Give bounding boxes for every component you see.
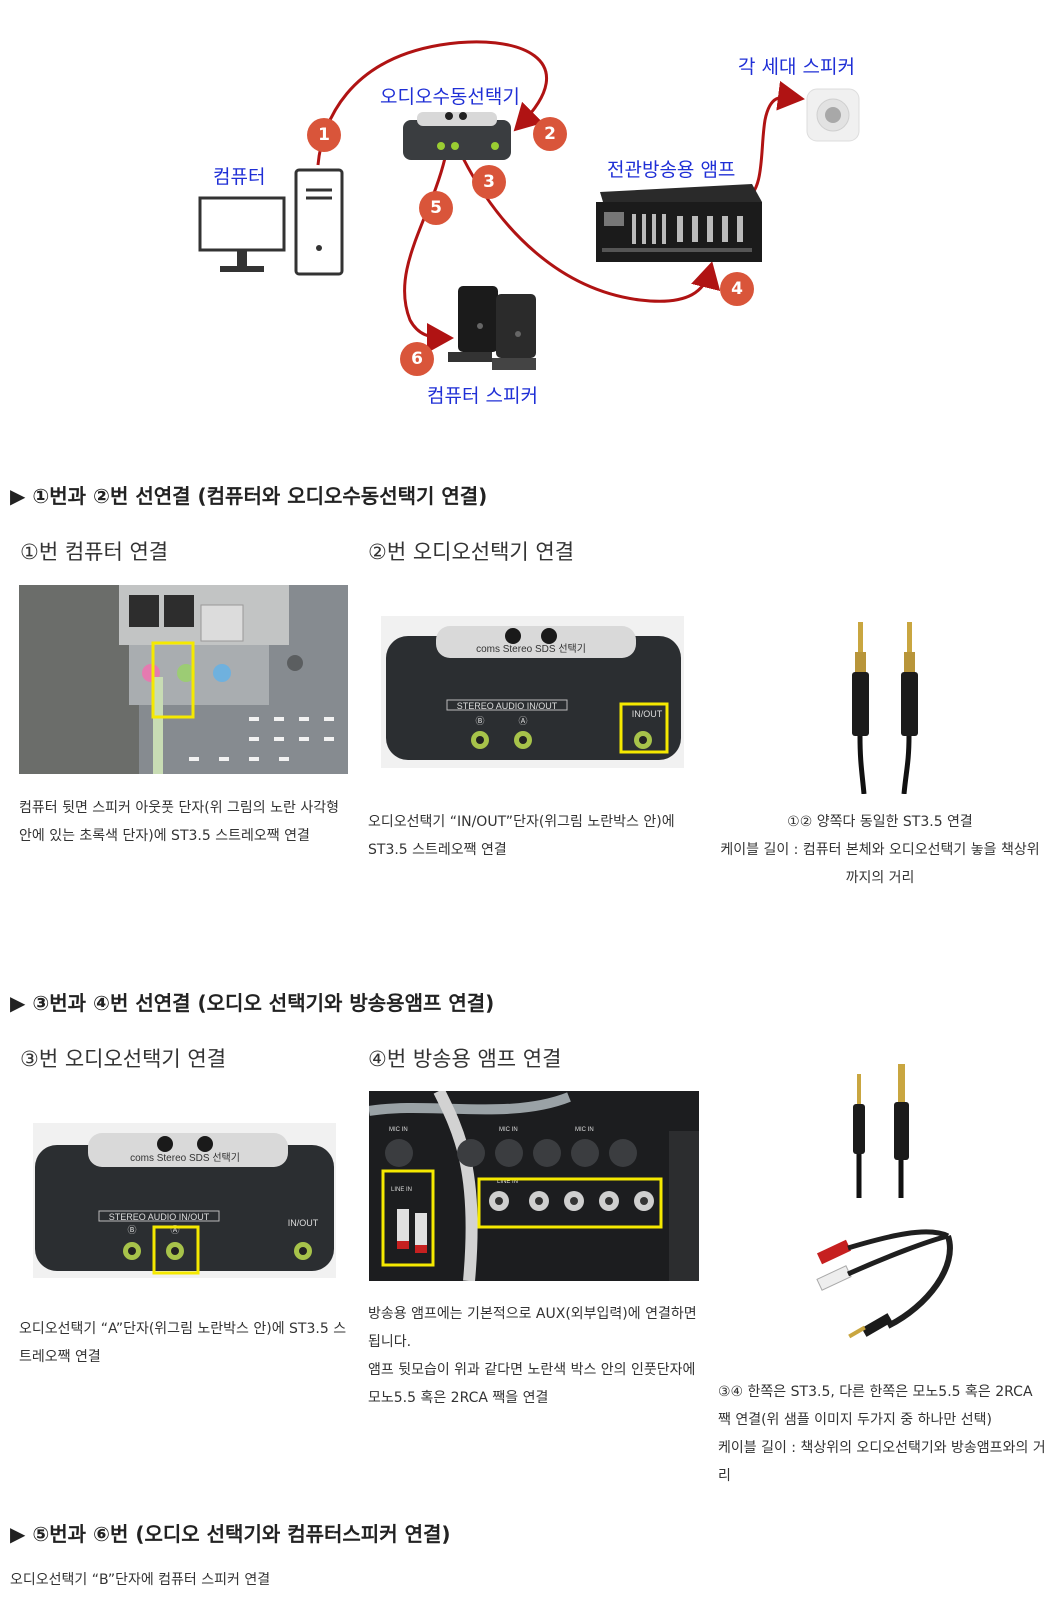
section1-heading: ▶ ①번과 ②번 선연결 (컴퓨터와 오디오수동선택기 연결) bbox=[10, 484, 488, 508]
rca-cable-photo bbox=[808, 1226, 968, 1350]
stereo-audio-text-2: STEREO AUDIO IN/OUT bbox=[109, 1212, 210, 1222]
section1-col3-caption-line2: 케이블 길이 : 컴퓨터 본체와 오디오선택기 놓을 책상위까지의 거리 bbox=[720, 842, 1040, 886]
section1-col1-caption: 컴퓨터 뒷면 스피커 아웃풋 단자(위 그림의 노란 사각형 안에 있는 초록색… bbox=[19, 800, 339, 844]
mic-in-text-1: MIC IN bbox=[389, 1127, 408, 1133]
port-b-text-2: Ⓑ bbox=[127, 1225, 136, 1236]
port-a-text: Ⓐ bbox=[518, 716, 527, 727]
badge-4: 4 bbox=[720, 272, 754, 306]
section1-col2-caption: 오디오선택기 “IN/OUT”단자(위그림 노란박스 안)에 ST3.5 스트레… bbox=[368, 814, 675, 858]
cable-amp-speaker bbox=[744, 80, 805, 202]
amp-label: 전관방송용 앰프 bbox=[607, 159, 736, 181]
section3-heading: ▶ ⑤번과 ⑥번 (오디오 선택기와 컴퓨터스피커 연결) bbox=[10, 1522, 451, 1546]
connection-diagram: 컴퓨터 오디오수동선택기 각 세대 스피커 전관방송용 앰프 bbox=[0, 0, 1057, 420]
selector-label: 오디오수동선택기 bbox=[380, 86, 520, 108]
section2-col1-title: ③번 오디오선택기 연결 bbox=[20, 1047, 227, 1071]
audio-selector-icon bbox=[403, 108, 511, 163]
mic-in-text-2: MIC IN bbox=[499, 1127, 518, 1133]
line-in-text-1: LINE IN bbox=[391, 1187, 412, 1193]
selector-inout-photo: coms Stereo SDS 선택기 STEREO AUDIO IN/OUT … bbox=[381, 616, 684, 768]
amp-rear-photo: MIC IN MIC IN MIC IN LINE IN LINE IN bbox=[369, 1091, 699, 1281]
section1-col3-caption-line1: ①② 양쪽다 동일한 ST3.5 연결 bbox=[787, 814, 973, 830]
inout-text-2: IN/OUT bbox=[288, 1218, 319, 1228]
badge-1: 1 bbox=[307, 118, 341, 152]
section2-col1-caption: 오디오선택기 “A”단자(위그림 노란박스 안)에 ST3.5 스트레오짹 연결 bbox=[19, 1321, 347, 1365]
badge-3: 3 bbox=[472, 165, 506, 199]
computer-label: 컴퓨터 bbox=[213, 166, 266, 188]
ceiling-speaker-icon bbox=[806, 88, 860, 142]
badge-6: 6 bbox=[400, 342, 434, 376]
cable-5-6 bbox=[403, 157, 454, 353]
section2-col3-caption-line2: 케이블 길이 : 책상위의 오디오선택기와 방송앰프와의 거리 bbox=[718, 1440, 1046, 1484]
section2-heading: ▶ ③번과 ④번 선연결 (오디오 선택기와 방송용앰프 연결) bbox=[10, 991, 495, 1015]
port-a-text-2: Ⓐ bbox=[170, 1225, 179, 1236]
section2-col2-caption-line2: 앰프 뒷모습이 위과 같다면 노란색 박스 안의 인풋단자에 모노5.5 혹은 … bbox=[368, 1362, 696, 1406]
badge-5: 5 bbox=[419, 191, 453, 225]
section2-col2-caption: 방송용 앰프에는 기본적으로 AUX(외부입력)에 연결하면 됩니다. 앰프 뒷… bbox=[368, 1300, 698, 1412]
st35-cable-photo bbox=[840, 622, 935, 794]
pc-rear-photo bbox=[19, 585, 348, 774]
section2-col3-caption-line1: ③④ 한쪽은 ST3.5, 다른 한쪽은 모노5.5 혹은 2RCA 짹 연결(… bbox=[718, 1384, 1033, 1428]
computer-icon bbox=[198, 168, 346, 276]
section1-col1-title: ①번 컴퓨터 연결 bbox=[20, 540, 169, 564]
mono-jack-cable-photo bbox=[850, 1064, 916, 1198]
cable-3-4 bbox=[461, 157, 721, 303]
line-in-text-2: LINE IN bbox=[497, 1179, 518, 1185]
badge-2: 2 bbox=[533, 117, 567, 151]
amplifier-icon bbox=[592, 182, 764, 266]
pc-speakers-icon bbox=[440, 282, 540, 377]
pc-speaker-label: 컴퓨터 스피커 bbox=[427, 385, 538, 407]
selector2-brand-text: coms Stereo SDS 선택기 bbox=[130, 1152, 240, 1164]
household-speaker-label: 각 세대 스피커 bbox=[738, 56, 855, 78]
section2-col2-caption-line1: 방송용 앰프에는 기본적으로 AUX(외부입력)에 연결하면 됩니다. bbox=[368, 1306, 697, 1350]
section3-caption: 오디오선택기 “B”단자에 컴퓨터 스피커 연결 bbox=[10, 1572, 271, 1588]
selector-a-photo: coms Stereo SDS 선택기 STEREO AUDIO IN/OUT … bbox=[33, 1123, 336, 1278]
section1-col3-caption: ①② 양쪽다 동일한 ST3.5 연결 케이블 길이 : 컴퓨터 본체와 오디오… bbox=[715, 808, 1045, 892]
section2-col2-title: ④번 방송용 앰프 연결 bbox=[368, 1047, 562, 1071]
stereo-audio-text: STEREO AUDIO IN/OUT bbox=[457, 701, 558, 711]
section2-col3-caption: ③④ 한쪽은 ST3.5, 다른 한쪽은 모노5.5 혹은 2RCA 짹 연결(… bbox=[718, 1378, 1048, 1490]
mic-in-text-3: MIC IN bbox=[575, 1127, 594, 1133]
selector-brand-text: coms Stereo SDS 선택기 bbox=[476, 643, 586, 655]
section1-col2-title: ②번 오디오선택기 연결 bbox=[368, 540, 575, 564]
inout-text: IN/OUT bbox=[632, 709, 663, 719]
port-b-text: Ⓑ bbox=[475, 716, 484, 727]
